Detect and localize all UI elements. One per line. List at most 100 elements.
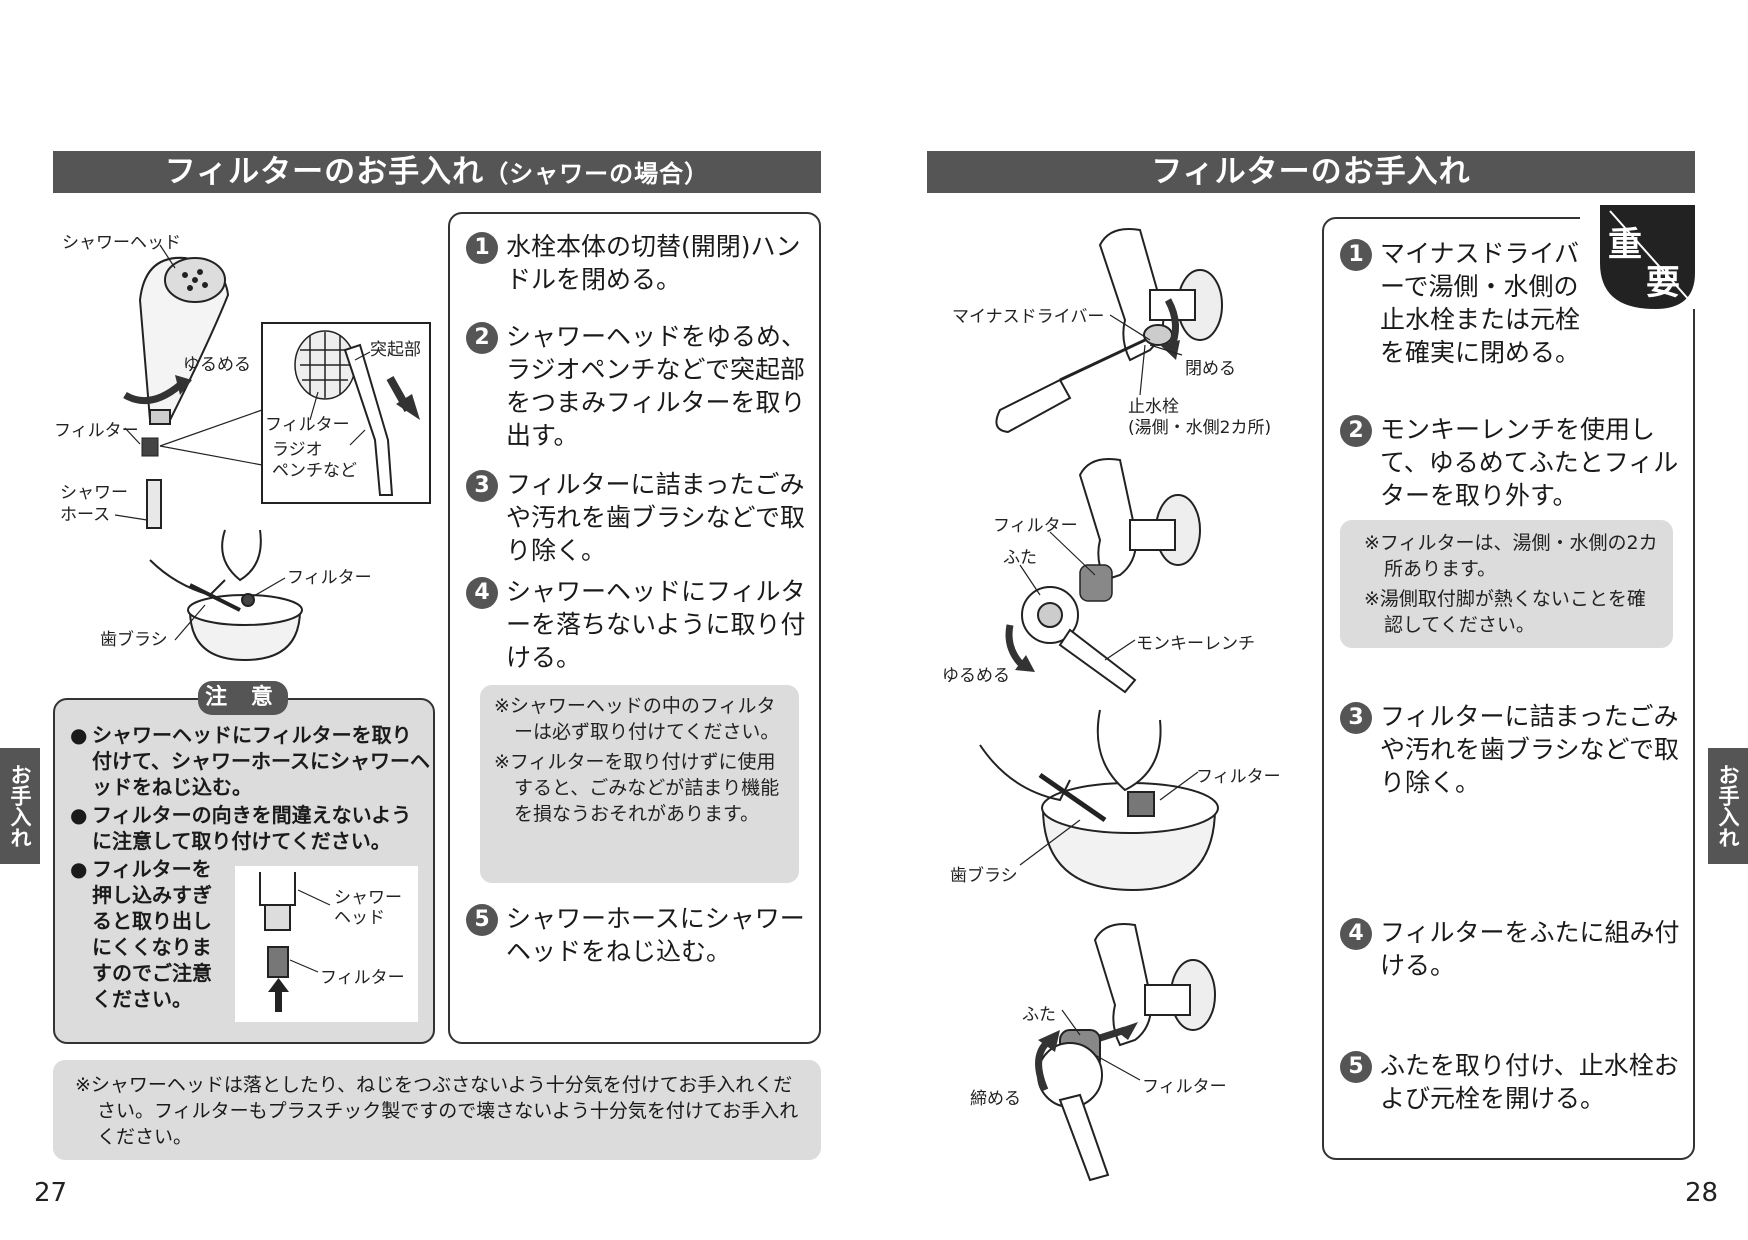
filter-small-icon [267,946,289,978]
caution-figure-drawing [259,872,331,1012]
screwdriver-icon [995,338,1146,434]
bullet-mark: ● [70,723,88,747]
label-hose: シャワー ホース [60,483,128,525]
label-loosen-right: ゆるめる [942,666,1010,686]
label-brush: 歯ブラシ [100,630,168,650]
step-text: ふたを取り付け、止水栓および元栓を開ける。 [1380,1051,1679,1113]
filter-mesh-icon [294,330,356,400]
bullet-mark: ● [70,803,88,827]
label-loosen: ゆるめる [183,355,251,375]
pliers-icon [343,343,394,496]
step-note-2: ※フィルターを取り付けずに使用すると、ごみなどが詰まり機能を損なうおそれがありま… [494,751,780,825]
step-text: マイナスドライバーで湯側・水側の止水栓または元栓を確実に閉める。 [1380,239,1581,367]
caution-label-shower-head: シャワー ヘッド [334,888,402,928]
left-step-note: ※シャワーヘッドの中のフィルターは必ず取り付けてください。 ※フィルターを取り付… [480,685,799,883]
step-text: フィルターに詰まったごみや汚れを歯ブラシなどで取り除く。 [1380,702,1680,797]
label-close: 閉める [1185,359,1236,379]
step-number: 5 [466,904,498,936]
label-screwdriver: マイナスドライバー [952,307,1105,327]
step-number: 4 [466,577,498,609]
label-shower-head: シャワーヘッド [62,233,181,253]
caution-bullet-text: フィルターを押し込みすぎると取り出しにくくなりますのでご注意ください。 [92,857,212,1011]
caution-bullet-3: ● フィルターを押し込みすぎると取り出しにくくなりますのでご注意ください。 [70,856,220,1012]
important-char-2: 要 [1646,263,1680,303]
right-step-3: 3 フィルターに詰まったごみや汚れを歯ブラシなどで取り除く。 [1340,700,1680,799]
right-page-number: 28 [1685,1178,1719,1208]
caution-bullet-1: ● シャワーヘッドにフィルターを取り付けて、シャワーホースにシャワーヘッドをねじ… [70,722,430,800]
left-step-1: 1 水栓本体の切替(開閉)ハンドルを閉める。 [466,230,811,296]
wrench-icon [1037,1029,1110,1182]
important-badge: 重 要 [1580,203,1695,309]
faucet-icon [1098,228,1223,362]
label-lid-b: ふた [1022,1005,1056,1025]
step-text: シャワーヘッドをゆるめ、ラジオペンチなどで突起部をつまみフィルターを取り出す。 [506,322,807,450]
bullet-mark: ● [70,857,88,881]
step-text: シャワーホースにシャワーヘッドをねじ込む。 [506,904,805,966]
wrench-icon [1021,586,1137,694]
left-step-4: 4 シャワーヘッドにフィルターを落ちないように取り付ける。 [466,575,811,674]
label-filter-3: フィルター [287,568,372,588]
step-number: 2 [466,322,498,354]
right-step-5: 5 ふたを取り付け、止水栓および元栓を開ける。 [1340,1049,1680,1115]
caution-title: 注 意 [198,681,288,715]
label-filter-1: フィルター [54,421,139,441]
label-wrench: モンキーレンチ [1136,634,1255,654]
step-text: フィルターをふたに組み付ける。 [1380,918,1680,980]
right-step-note: ※フィルターは、湯側・水側の2カ所あります。 ※湯側取付脚が熱くないことを確認し… [1340,520,1673,648]
step-text: 水栓本体の切替(開閉)ハンドルを閉める。 [506,232,801,294]
label-filter-a: フィルター [993,516,1078,536]
left-side-tab: お手入れ [0,748,40,864]
right-illustrations [979,228,1223,1182]
right-steps-box [1322,217,1695,1160]
shower-head-icon [138,256,230,425]
small-filter-icon [141,437,159,457]
step-number: 3 [1340,702,1372,734]
step-number: 1 [1340,239,1372,271]
step-number: 1 [466,232,498,264]
left-step-2: 2 シャワーヘッドをゆるめ、ラジオペンチなどで突起部をつまみフィルターを取り出す… [466,320,811,452]
label-filter-c: フィルター [1142,1077,1227,1097]
right-side-tab: お手入れ [1708,748,1748,864]
right-step-2: 2 モンキーレンチを使用して、ゆるめてふたとフィルターを取り外す。 [1340,413,1680,512]
left-title-main: フィルターのお手入れ [164,154,485,190]
caution-bullet-text: シャワーヘッドにフィルターを取り付けて、シャワーホースにシャワーヘッドをねじ込む… [92,723,430,799]
step-number: 4 [1340,918,1372,950]
label-lid-a: ふた [1003,548,1037,568]
label-pliers: ラジオ ペンチなど [272,440,357,481]
caution-bullet-text: フィルターの向きを間違えないように注意して取り付けてください。 [92,803,412,853]
label-filter-2: フィルター [265,415,350,435]
label-tighten: 締める [970,1089,1021,1109]
filter-mesh-icon [1079,564,1113,602]
step-text: シャワーヘッドにフィルターを落ちないように取り付ける。 [506,577,806,672]
label-filter-b: フィルター [1196,767,1281,787]
left-page-number: 27 [34,1178,68,1208]
caution-label-filter: フィルター [320,968,405,988]
shower-head-nozzle-icon [259,872,296,931]
left-bottom-note: ※シャワーヘッドは落としたり、ねじをつぶさないよう十分気を付けてお手入れください… [53,1060,821,1160]
right-step-1: 1 マイナスドライバーで湯側・水側の止水栓または元栓を確実に閉める。 [1340,237,1680,369]
left-steps-box [448,212,821,1044]
right-step-4: 4 フィルターをふたに組み付ける。 [1340,916,1680,982]
right-page-title: フィルターのお手入れ [927,151,1695,193]
right-note-2: ※湯側取付脚が熱くないことを確認してください。 [1364,588,1646,636]
faucet-icon [1093,923,1216,1047]
label-stop-valve: 止水栓 (湯側・水側2カ所) [1128,397,1272,438]
left-step-3: 3 フィルターに詰まったごみや汚れを歯ブラシなどで取り除く。 [466,468,811,567]
step-number: 3 [466,470,498,502]
up-arrow-icon [268,978,289,1012]
left-page-title: フィルターのお手入れ（シャワーの場合） [53,151,821,193]
label-brush-right: 歯ブラシ [950,866,1018,886]
right-note-1: ※フィルターは、湯側・水側の2カ所あります。 [1364,532,1658,580]
label-protrusion: 突起部 [370,340,421,360]
bowl-hands-icon [979,709,1219,892]
left-step-5: 5 シャワーホースにシャワーヘッドをねじ込む。 [466,902,811,968]
step-note-1: ※シャワーヘッドの中のフィルターは必ず取り付けてください。 [494,695,780,743]
step-text: モンキーレンチを使用して、ゆるめてふたとフィルターを取り外す。 [1380,415,1679,510]
step-text: フィルターに詰まったごみや汚れを歯ブラシなどで取り除く。 [506,470,806,565]
step-number: 2 [1340,415,1372,447]
shower-head-illustration [114,244,431,662]
important-char-1: 重 [1608,225,1642,265]
hose-icon [146,479,162,529]
faucet-icon [1078,458,1201,582]
bowl-hands-icon [149,529,303,662]
